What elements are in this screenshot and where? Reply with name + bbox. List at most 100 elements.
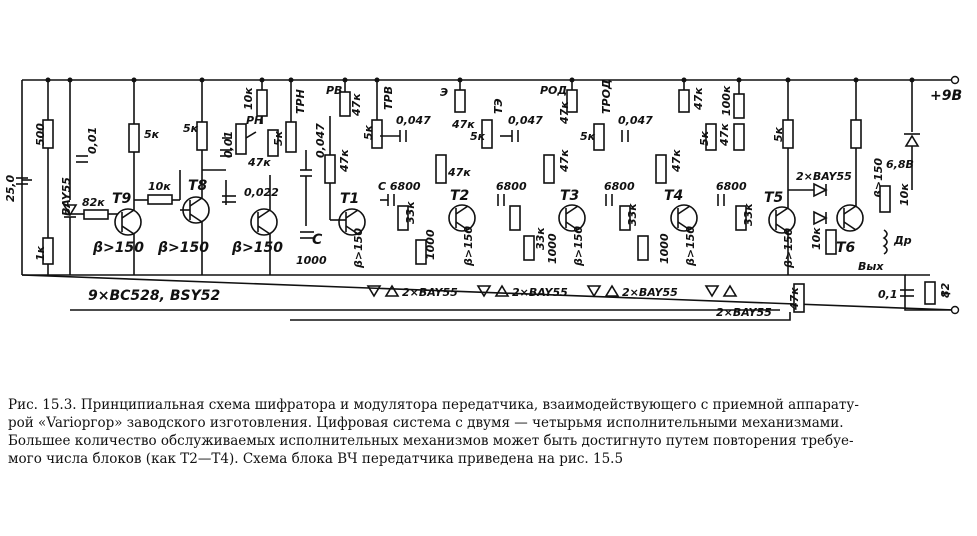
resistor-100k-label: 100к	[720, 85, 733, 116]
resistor-5k-e	[481, 119, 493, 149]
t4-beta-label: β>150	[684, 226, 697, 267]
resistor-5k-f	[593, 123, 605, 151]
resistor-5k-d	[371, 119, 383, 149]
resistor-47k-i	[655, 154, 667, 184]
resistor-5k-e-label: 5к	[470, 130, 486, 143]
potentiometer-rod	[566, 89, 578, 113]
diode-group-3-label: 2×BAY55	[622, 286, 678, 299]
diode-group-4a-icon	[704, 285, 720, 298]
resistor-1000-a-label: 1000	[424, 229, 437, 260]
out-label: Вых	[858, 260, 884, 273]
cap-6800-b-label: 6800	[496, 180, 527, 193]
resistor-47k-j-label: 47к	[718, 123, 731, 147]
resistor-47k-d-label: 47к	[451, 118, 475, 131]
resistor-10k-rn-label: 10к	[242, 87, 255, 110]
resistor-5k-c-label: 5к	[272, 130, 285, 146]
resistor-47k-g-label: 47к	[558, 149, 571, 173]
diode-bay55-icon	[62, 204, 78, 217]
t4-label: T4	[664, 188, 683, 204]
resistor-33k-a	[397, 205, 409, 231]
diode-pair-bottom-icon	[813, 210, 828, 226]
diode-pair-top-label: 2×BAY55	[796, 170, 852, 183]
t5-label: T5	[764, 190, 784, 206]
resistor-5k-b-label: 5к	[183, 122, 199, 135]
e-label: Э	[440, 86, 448, 99]
resistor-10k-c-label: 10к	[898, 183, 911, 206]
resistor-10k-a-label: 10к	[148, 180, 171, 193]
resistor-47k-i-label: 47к	[670, 149, 683, 173]
resistor-47k-g	[543, 154, 555, 184]
te-label: ТЭ	[492, 98, 505, 114]
cap-0047-d-label: 0,047	[618, 114, 653, 127]
cap-0047-a-label: 0,047	[314, 123, 327, 158]
resistor-5k-f-label: 5к	[580, 130, 596, 143]
t2-label: T2	[450, 188, 469, 204]
choke-label: Др	[893, 234, 912, 247]
resistor-1000-a	[415, 239, 427, 265]
cap-0022-label: 0,022	[244, 186, 279, 199]
resistor-47k-e-label: 47к	[447, 166, 471, 179]
diode-bay55-label: BAY55	[60, 177, 73, 216]
resistor-33k-d	[735, 205, 747, 231]
resistor-5k-g	[705, 123, 717, 151]
resistor-5k-i	[850, 119, 862, 149]
resistor-47k-c	[324, 154, 336, 184]
resistor-100k	[733, 93, 745, 119]
t3-label: T3	[560, 188, 579, 204]
t9-beta-label: β>150	[92, 240, 144, 256]
trod-label: ТРОД	[600, 79, 613, 114]
diode-group-3b-icon	[604, 284, 620, 297]
resistor-500-label: 500	[34, 123, 47, 146]
diode-group-2a-icon	[476, 285, 492, 298]
cap-6800-a-label: С 6800	[378, 180, 421, 193]
diode-group-1a-icon	[366, 285, 382, 298]
trn-label: ТРН	[294, 89, 307, 114]
diode-group-1b-icon	[384, 284, 400, 297]
t8-label: T8	[188, 178, 208, 194]
cap-001-b-label: 0,01	[222, 131, 235, 158]
resistor-5k-a-label: 5к	[144, 128, 160, 141]
t6-label: T6	[836, 240, 856, 256]
transistor-t7	[250, 208, 278, 236]
diode-group-3a-icon	[586, 285, 602, 298]
resistor-5k-h-label: 5к	[772, 126, 785, 142]
resistor-10k-c	[879, 185, 891, 213]
resistor-1000-b	[523, 235, 535, 261]
resistor-5k-a	[128, 123, 140, 153]
diode-group-4-label: 2×BAY55	[716, 306, 772, 319]
trv-label: ТРВ	[382, 86, 395, 110]
negative-terminal	[950, 305, 960, 315]
resistor-47k-e	[435, 154, 447, 184]
resistor-47k-k	[793, 283, 805, 313]
resistor-47k-h	[678, 89, 690, 113]
supply-positive-label: +9В	[930, 88, 962, 104]
potentiometer-e	[454, 89, 466, 113]
resistor-1000-c	[637, 235, 649, 261]
diode-pair-top-icon	[813, 182, 828, 198]
resistor-82-label: 82	[939, 282, 952, 298]
circuit-schematic: +9В − 25,0 500 1к BAY55 0,01 82к T9 β>15…	[4, 75, 962, 321]
t1-label: T1	[340, 191, 359, 207]
cap-1000-label: 1000	[296, 254, 327, 267]
cap-001-a-label: 0,01	[86, 127, 99, 154]
resistor-47k-b-label: 47к	[350, 93, 363, 117]
resistor-82	[924, 281, 936, 305]
diode-group-4b-icon	[722, 284, 738, 297]
resistor-10k-a	[147, 194, 173, 205]
potentiometer-trn	[285, 121, 297, 153]
diode-group-2-label: 2×BAY55	[512, 286, 568, 299]
t7-beta-label: β>150	[231, 240, 283, 256]
resistor-82k-label: 82к	[82, 196, 105, 209]
cap-0047-c-label: 0,047	[508, 114, 543, 127]
transistor-t9	[114, 208, 142, 236]
supply-negative-label: −	[940, 286, 952, 302]
resistor-33k-d-label: 33к	[742, 203, 755, 226]
potentiometer-rv	[339, 91, 351, 117]
t1-beta-label: β>150	[352, 228, 365, 269]
resistor-33k-c	[619, 205, 631, 231]
figure-caption: Рис. 15.3. Принципиальная схема шифратор…	[8, 396, 963, 468]
choke-icon	[882, 229, 888, 255]
positive-terminal	[950, 75, 960, 85]
potentiometer-rn	[235, 123, 247, 155]
resistor-5k-b	[196, 121, 208, 151]
